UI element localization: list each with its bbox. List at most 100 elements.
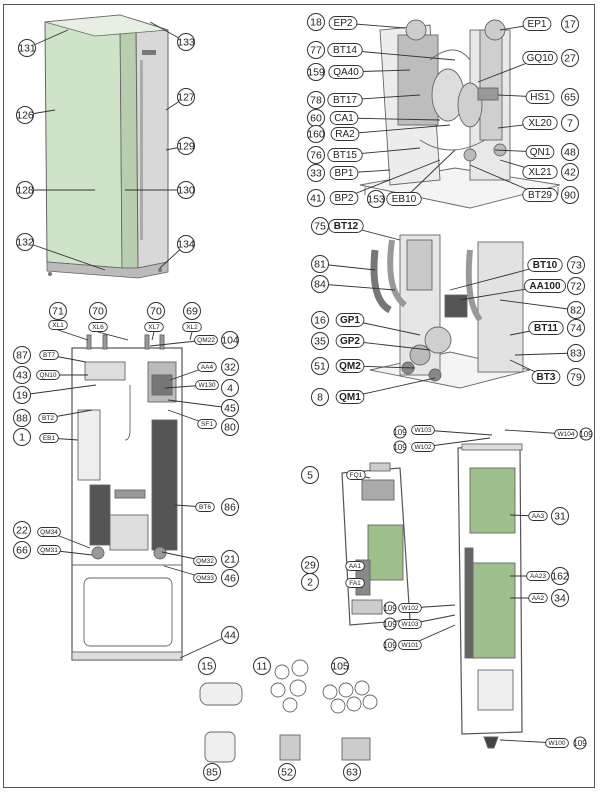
svg-text:GP1: GP1 bbox=[340, 315, 360, 326]
code-aa1: AA1 bbox=[345, 561, 365, 571]
code-w103: W103 bbox=[398, 619, 422, 629]
code-aa23: AA23 bbox=[526, 571, 550, 581]
callout-160: 160 bbox=[307, 125, 325, 143]
callout-7: 7 bbox=[561, 114, 579, 132]
svg-text:BT15: BT15 bbox=[333, 150, 357, 161]
callout-69: 69 bbox=[183, 302, 201, 320]
svg-text:43: 43 bbox=[16, 370, 28, 382]
svg-text:109: 109 bbox=[573, 739, 587, 748]
svg-text:45: 45 bbox=[224, 403, 236, 415]
code-bt15: BT15 bbox=[327, 148, 363, 162]
svg-text:27: 27 bbox=[564, 53, 576, 65]
code-bp2: BP2 bbox=[329, 191, 359, 205]
code-xl6: XL6 bbox=[88, 322, 108, 332]
svg-text:QA40: QA40 bbox=[333, 67, 359, 78]
svg-text:XL1: XL1 bbox=[52, 322, 64, 329]
callout-74: 74 bbox=[567, 319, 585, 337]
svg-text:130: 130 bbox=[177, 185, 195, 197]
svg-text:GQ10: GQ10 bbox=[527, 53, 554, 64]
svg-text:BT29: BT29 bbox=[528, 190, 552, 201]
code-bp1: BP1 bbox=[329, 166, 359, 180]
callout-153: 153 bbox=[367, 190, 385, 208]
code-w101: W101 bbox=[398, 640, 422, 650]
svg-text:EP1: EP1 bbox=[528, 19, 547, 30]
code-ca1: CA1 bbox=[329, 111, 359, 125]
svg-text:BP1: BP1 bbox=[335, 168, 354, 179]
callout-31: 31 bbox=[551, 507, 569, 525]
svg-text:65: 65 bbox=[564, 92, 576, 104]
svg-text:21: 21 bbox=[224, 554, 236, 566]
callout-72: 72 bbox=[567, 277, 585, 295]
svg-text:35: 35 bbox=[314, 336, 326, 348]
svg-text:80: 80 bbox=[224, 422, 236, 434]
callout-78: 78 bbox=[307, 91, 325, 109]
svg-text:109: 109 bbox=[393, 428, 407, 437]
svg-text:XL21: XL21 bbox=[528, 167, 552, 178]
callout-87: 87 bbox=[13, 346, 31, 364]
callout-80: 80 bbox=[221, 418, 239, 436]
code-bt10: BT10 bbox=[527, 258, 563, 272]
interior-front-view bbox=[71, 334, 183, 661]
callout-70: 70 bbox=[147, 302, 165, 320]
svg-text:7: 7 bbox=[567, 118, 573, 130]
callout-63: 63 bbox=[343, 763, 361, 781]
callout-35: 35 bbox=[311, 332, 329, 350]
cooling-module-lower bbox=[369, 234, 531, 389]
svg-text:1: 1 bbox=[19, 432, 25, 444]
svg-text:EB10: EB10 bbox=[392, 194, 417, 205]
callout-66: 66 bbox=[13, 541, 31, 559]
svg-text:109: 109 bbox=[383, 620, 397, 629]
callout-15: 15 bbox=[198, 657, 216, 675]
svg-text:162: 162 bbox=[551, 571, 569, 583]
callout-60: 60 bbox=[307, 109, 325, 127]
callout-4: 4 bbox=[221, 379, 239, 397]
svg-text:83: 83 bbox=[570, 348, 582, 360]
code-aa3: AA3 bbox=[528, 511, 548, 521]
callout-42: 42 bbox=[561, 163, 579, 181]
svg-text:W103: W103 bbox=[402, 621, 419, 628]
code-qm2: QM2 bbox=[335, 359, 365, 373]
svg-text:AA3: AA3 bbox=[532, 513, 545, 520]
code-qm22: QM22 bbox=[194, 335, 218, 345]
callout-129: 129 bbox=[177, 137, 195, 155]
code-ra2: RA2 bbox=[330, 127, 360, 141]
code-qm32: QM32 bbox=[193, 556, 217, 566]
callout-46: 46 bbox=[221, 569, 239, 587]
code-sf1: SF1 bbox=[197, 419, 217, 429]
svg-text:QM1: QM1 bbox=[339, 392, 361, 403]
callout-cable-w103: 109 bbox=[383, 617, 397, 631]
svg-text:XL6: XL6 bbox=[92, 324, 104, 331]
svg-text:BT10: BT10 bbox=[533, 260, 558, 271]
cooling-module-upper bbox=[359, 19, 561, 209]
svg-text:CA1: CA1 bbox=[334, 113, 354, 124]
callout-48: 48 bbox=[561, 143, 579, 161]
svg-text:SF1: SF1 bbox=[201, 421, 213, 428]
svg-text:160: 160 bbox=[307, 129, 325, 141]
code-xl21: XL21 bbox=[522, 165, 558, 179]
callout-128: 128 bbox=[16, 181, 34, 199]
svg-text:29: 29 bbox=[304, 560, 316, 572]
svg-text:AA4: AA4 bbox=[201, 364, 214, 371]
svg-text:104: 104 bbox=[221, 335, 239, 347]
svg-text:18: 18 bbox=[310, 17, 322, 29]
svg-text:FA1: FA1 bbox=[349, 580, 361, 587]
svg-text:FQ1: FQ1 bbox=[350, 472, 363, 479]
svg-text:73: 73 bbox=[570, 260, 582, 272]
svg-text:159: 159 bbox=[307, 67, 325, 79]
code-gq10: GQ10 bbox=[522, 51, 558, 65]
svg-text:W100: W100 bbox=[549, 740, 566, 747]
svg-text:81: 81 bbox=[314, 259, 326, 271]
code-xl7: XL7 bbox=[144, 322, 164, 332]
callout-cable-w103: 109 bbox=[393, 425, 407, 439]
code-qm33: QM33 bbox=[193, 573, 217, 583]
svg-text:129: 129 bbox=[177, 141, 195, 153]
svg-text:11: 11 bbox=[257, 661, 268, 673]
code-xl1: XL1 bbox=[48, 320, 68, 330]
code-fq1: FQ1 bbox=[346, 470, 366, 480]
svg-text:109: 109 bbox=[579, 430, 593, 439]
callout-104: 104 bbox=[221, 331, 239, 349]
code-eb1: EB1 bbox=[39, 433, 59, 443]
svg-text:132: 132 bbox=[16, 237, 34, 249]
accessories-group bbox=[199, 659, 378, 763]
code-eb10: EB10 bbox=[386, 192, 422, 206]
